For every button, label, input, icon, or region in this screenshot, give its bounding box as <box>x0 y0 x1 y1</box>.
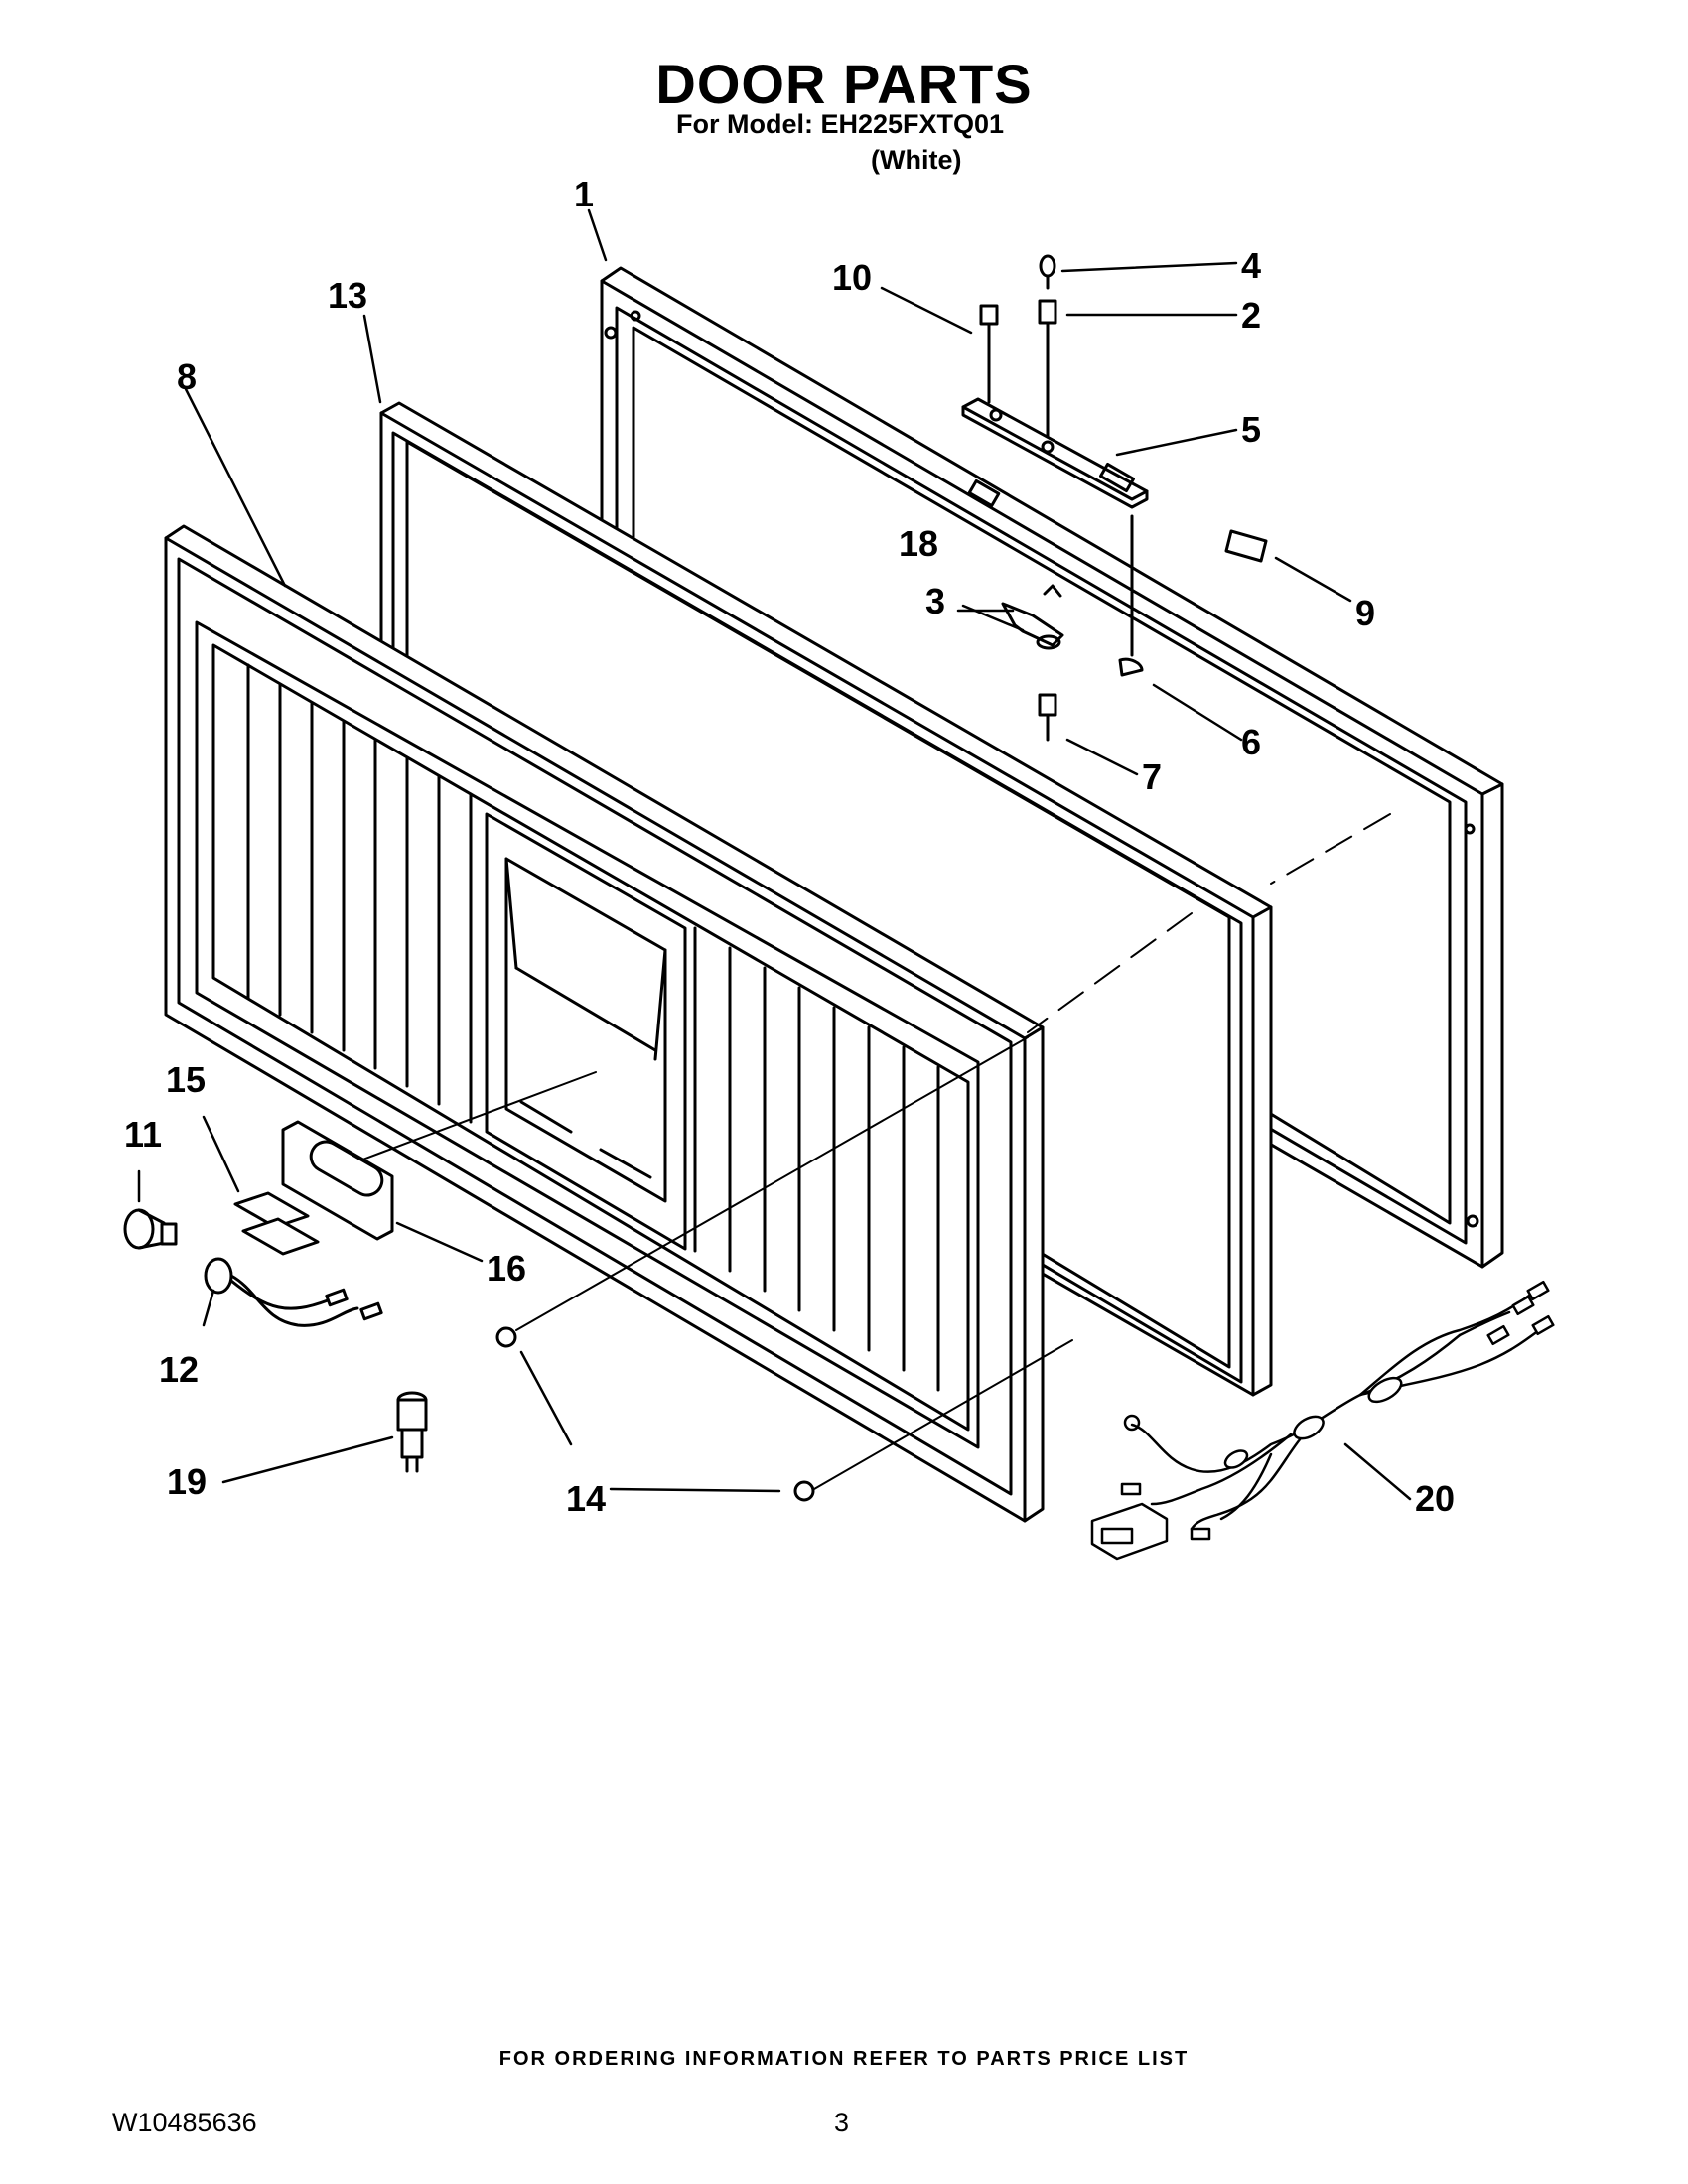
alignment-lines <box>356 813 1391 1490</box>
callout-13: 13 <box>328 275 367 316</box>
switch-part-19 <box>396 1391 428 1473</box>
ordering-note: FOR ORDERING INFORMATION REFER TO PARTS … <box>498 2048 1190 2070</box>
door-liner-part-8 <box>164 524 1045 1523</box>
callout-12: 12 <box>159 1349 199 1390</box>
callout-5: 5 <box>1241 409 1261 450</box>
wire-harness-part-20 <box>1090 1280 1555 1561</box>
model-line: For Model: EH225FXTQ01 <box>676 109 1005 139</box>
light-cover-part-15 <box>233 1191 320 1256</box>
light-bulb-part-11 <box>123 1208 178 1250</box>
leader-lines <box>137 208 1412 1501</box>
plug-part-14 <box>495 1326 815 1502</box>
hinge-hardware <box>961 254 1268 742</box>
callout-1: 1 <box>574 174 594 214</box>
callout-9: 9 <box>1355 593 1375 633</box>
callout-10: 10 <box>832 257 872 298</box>
callout-16: 16 <box>487 1248 526 1289</box>
page-number: 3 <box>834 2108 850 2137</box>
callout-7: 7 <box>1142 756 1162 797</box>
document-number: W10485636 <box>112 2108 257 2137</box>
callout-4: 4 <box>1241 245 1261 286</box>
light-socket-part-12 <box>204 1257 383 1327</box>
callout-8: 8 <box>177 356 197 397</box>
callout-labels: 1 2 3 4 5 6 7 8 9 10 11 12 13 14 15 16 1… <box>124 174 1455 1519</box>
handle-part-16 <box>281 1120 394 1241</box>
callout-18: 18 <box>899 523 938 564</box>
callout-3: 3 <box>925 581 945 621</box>
callout-11: 11 <box>124 1114 162 1155</box>
callout-15: 15 <box>166 1059 206 1100</box>
callout-20: 20 <box>1415 1478 1455 1519</box>
callout-14: 14 <box>566 1478 606 1519</box>
page-title: DOOR PARTS <box>655 53 1033 115</box>
color-line: (White) <box>871 145 962 175</box>
callout-6: 6 <box>1241 722 1261 762</box>
callout-2: 2 <box>1241 295 1261 336</box>
callout-19: 19 <box>167 1461 207 1502</box>
